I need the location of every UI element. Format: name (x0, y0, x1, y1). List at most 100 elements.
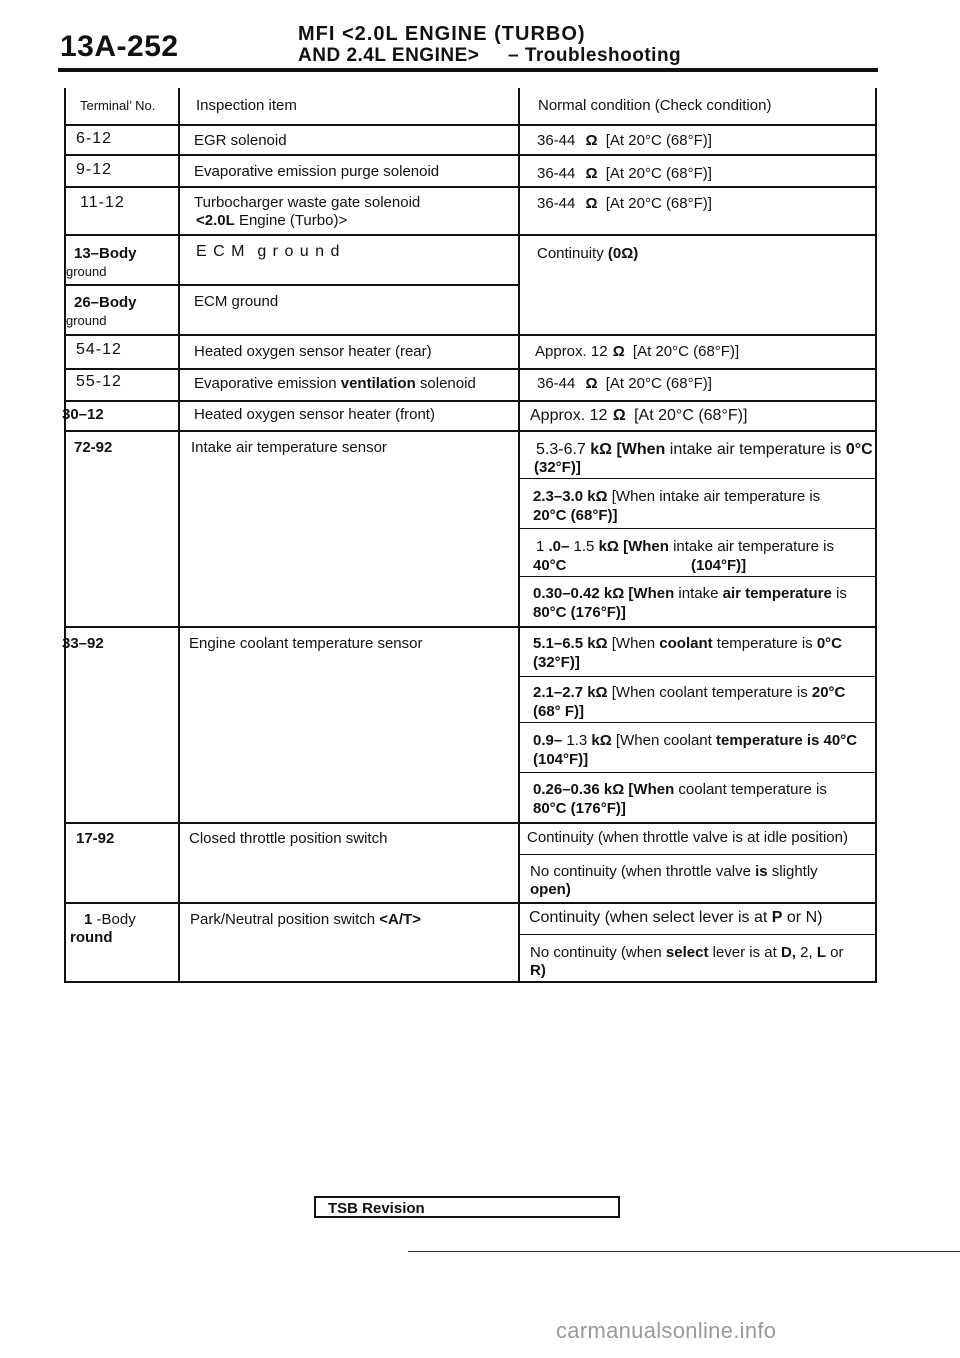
section-subtitle: – Troubleshooting (508, 45, 682, 66)
table-right-border (875, 88, 877, 983)
inspection-item: E C M g r o u n d (196, 243, 340, 260)
table-bottom-border (64, 981, 877, 983)
row-divider (64, 334, 877, 336)
normal-condition: 2.1–2.7 kΩ [When coolant temperature is … (533, 684, 846, 701)
row-divider (64, 124, 877, 126)
terminal-number: 72-92 (74, 439, 113, 456)
row-divider (64, 186, 877, 188)
terminal-number: 55-12 (76, 373, 122, 390)
normal-condition: 0.26–0.36 kΩ [When coolant temperature i… (533, 781, 827, 798)
row-divider (64, 154, 877, 156)
sub-row-divider (518, 934, 877, 935)
normal-condition: Approx. 12 Ω [At 20°C (68°F)] (535, 343, 740, 360)
terminal-number: 33–92 (62, 635, 104, 652)
normal-condition-cont: (104°F)] (691, 557, 747, 574)
row-divider (64, 822, 877, 824)
row-divider (64, 368, 877, 370)
row-divider (64, 400, 877, 402)
inspection-item: Closed throttle position switch (189, 830, 388, 847)
inspection-item: Evaporative emission ventilation solenoi… (194, 375, 476, 392)
row-divider (64, 284, 520, 286)
inspection-item: Heated oxygen sensor heater (rear) (194, 343, 432, 360)
ohm-icon: Ω (585, 132, 598, 149)
column-header-terminal: Terminal’ No. (80, 98, 156, 113)
inspection-item: ECM ground (194, 293, 279, 310)
ohm-icon: Ω (612, 343, 625, 360)
footer-rule (408, 1251, 960, 1252)
section-title-line2: AND 2.4L ENGINE> (298, 45, 480, 66)
sub-row-divider (518, 772, 877, 773)
normal-condition: Continuity (0Ω) (537, 245, 639, 262)
terminal-number-note: round (70, 929, 113, 946)
normal-condition: Continuity (when throttle valve is at id… (527, 829, 848, 846)
column-divider-2 (518, 88, 520, 983)
row-divider (64, 430, 877, 432)
sub-row-divider (518, 576, 877, 577)
terminal-number: 6-12 (76, 130, 113, 147)
page-number: 13A-252 (60, 30, 179, 63)
normal-condition: 36-44 Ω [At 20°C (68°F)] (537, 375, 712, 392)
watermark: carmanualsonline.info (556, 1318, 777, 1343)
normal-condition: 0.30–0.42 kΩ [When intake air temperatur… (533, 585, 847, 602)
column-divider-1 (178, 88, 180, 983)
sub-row-divider (518, 478, 877, 479)
section-title-line1: MFI <2.0L ENGINE (TURBO) (298, 23, 586, 45)
terminal-number: 11-12 (80, 194, 125, 211)
inspection-item-note: <2.0L Engine (Turbo)> (196, 212, 348, 229)
normal-condition: No continuity (when select lever is at D… (530, 944, 844, 961)
sub-row-divider (518, 528, 877, 529)
inspection-item: Heated oxygen sensor heater (front) (194, 406, 435, 423)
column-header-normal-condition: Normal condition (Check condition) (538, 97, 772, 114)
normal-condition: No continuity (when throttle valve is sl… (530, 863, 818, 880)
sub-row-divider (518, 722, 877, 723)
ohm-icon: Ω (585, 375, 598, 392)
normal-condition: Continuity (when select lever is at P or… (529, 909, 823, 926)
inspection-item: Evaporative emission purge solenoid (194, 163, 440, 180)
inspection-item: Turbocharger waste gate solenoid (194, 194, 421, 211)
terminal-number: 54-12 (76, 341, 122, 358)
normal-condition-cont: (104°F)] (533, 751, 589, 768)
terminal-number: 26–Body (74, 294, 137, 311)
inspection-item: EGR solenoid (194, 132, 287, 149)
row-divider (64, 902, 877, 904)
terminal-number: 13–Body (74, 245, 137, 262)
sub-row-divider (518, 676, 877, 677)
normal-condition: 36-44 Ω [At 20°C (68°F)] (537, 132, 712, 149)
table-left-border (64, 88, 66, 983)
normal-condition-cont: R) (530, 962, 546, 979)
inspection-item: Park/Neutral position switch <A/T> (190, 911, 421, 928)
normal-condition: Approx. 12 Ω [At 20°C (68°F)] (530, 407, 748, 424)
ohm-icon: Ω (585, 195, 598, 212)
normal-condition-cont: 40°C (533, 557, 567, 574)
normal-condition: 1 .0– 1.5 kΩ [When intake air temperatur… (536, 538, 834, 555)
column-header-inspection-item: Inspection item (196, 97, 297, 114)
normal-condition: 36-44 Ω [At 20°C (68°F)] (537, 165, 712, 182)
terminal-number: 30–12 (62, 406, 104, 423)
inspection-item: Engine coolant temperature sensor (189, 635, 423, 652)
terminal-number: 9-12 (76, 161, 113, 178)
normal-condition-cont: open) (530, 881, 571, 898)
normal-condition-cont: (32°F)] (533, 654, 580, 671)
row-divider (64, 234, 877, 236)
header-rule (58, 68, 878, 72)
terminal-number-note: ground (66, 313, 107, 328)
normal-condition-cont: 20°C (68°F)] (533, 507, 618, 524)
terminal-number: 1 -Body (84, 911, 136, 928)
inspection-item: Intake air temperature sensor (191, 439, 387, 456)
row-divider (64, 626, 877, 628)
normal-condition: 2.3–3.0 kΩ [When intake air temperature … (533, 488, 821, 505)
normal-condition: 5.3-6.7 kΩ [When intake air temperature … (536, 441, 873, 458)
normal-condition-cont: 80°C (176°F)] (533, 604, 626, 621)
normal-condition-cont: (32°F)] (534, 459, 581, 476)
normal-condition-cont: (68° F)] (533, 703, 584, 720)
sub-row-divider (518, 854, 877, 855)
terminal-number: 17-92 (76, 830, 115, 847)
normal-condition: 0.9– 1.3 kΩ [When coolant temperature is… (533, 732, 858, 749)
normal-condition: 36-44 Ω [At 20°C (68°F)] (537, 195, 712, 212)
ohm-icon: Ω (585, 165, 598, 182)
terminal-number-note: ground (66, 264, 107, 279)
normal-condition: 5.1–6.5 kΩ [When coolant temperature is … (533, 635, 843, 652)
tsb-revision-box: TSB Revision (314, 1196, 620, 1218)
ohm-icon: Ω (612, 407, 626, 424)
normal-condition-cont: 80°C (176°F)] (533, 800, 626, 817)
